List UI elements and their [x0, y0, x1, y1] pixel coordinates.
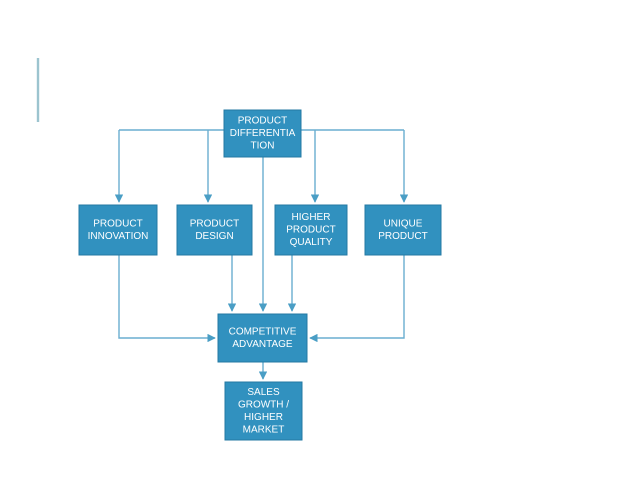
node-box-sales-growth[interactable] — [224, 381, 303, 441]
node-label-product-innovation: PRODUCT — [93, 218, 142, 229]
node-box-product-differentiation[interactable] — [223, 109, 302, 158]
node-label-product-differentiation: TION — [251, 141, 275, 152]
node-label-product-design: DESIGN — [195, 231, 233, 242]
node-group: PRODUCTDIFFERENTIATIONPRODUCTINNOVATIONP… — [78, 109, 442, 441]
node-label-competitive-advantage: COMPETITIVE — [229, 326, 297, 337]
node-label-sales-growth: HIGHER — [244, 412, 283, 423]
node-label-product-differentiation: PRODUCT — [238, 116, 287, 127]
node-label-sales-growth: SALES — [247, 387, 280, 398]
node-label-product-differentiation: DIFFERENTIA — [230, 128, 296, 139]
connector-innovation-to-advantage — [118, 255, 216, 343]
node-product-innovation[interactable]: PRODUCT INNOVATION — [78, 204, 158, 256]
connector-unique-to-advantage — [309, 255, 405, 343]
connector-group-top — [114, 129, 409, 203]
node-unique-product[interactable]: UNIQUE PRODUCT — [364, 204, 442, 256]
node-label-higher-product-quality: HIGHER — [292, 212, 331, 223]
node-label-unique-product: UNIQUE — [384, 218, 423, 229]
node-label-higher-product-quality: QUALITY — [290, 237, 333, 248]
node-label-product-design: PRODUCT — [190, 218, 239, 229]
node-label-product-innovation: INNOVATION — [88, 231, 149, 242]
node-label-higher-product-quality: PRODUCT — [286, 225, 335, 236]
node-label-competitive-advantage: ADVANTAGE — [232, 339, 293, 350]
node-box-product-innovation[interactable] — [78, 204, 158, 256]
node-box-higher-product-quality[interactable] — [274, 204, 348, 256]
node-label-sales-growth: GROWTH / — [238, 399, 289, 410]
node-label-sales-growth: MARKET — [243, 424, 285, 435]
node-competitive-advantage[interactable]: COMPETITIVE ADVANTAGE — [217, 313, 308, 363]
connector-group-bottom — [118, 157, 405, 380]
node-product-design[interactable]: PRODUCT DESIGN — [176, 204, 253, 256]
node-label-unique-product: PRODUCT — [378, 231, 427, 242]
node-box-unique-product[interactable] — [364, 204, 442, 256]
node-box-competitive-advantage[interactable] — [217, 313, 308, 363]
node-box-product-design[interactable] — [176, 204, 253, 256]
